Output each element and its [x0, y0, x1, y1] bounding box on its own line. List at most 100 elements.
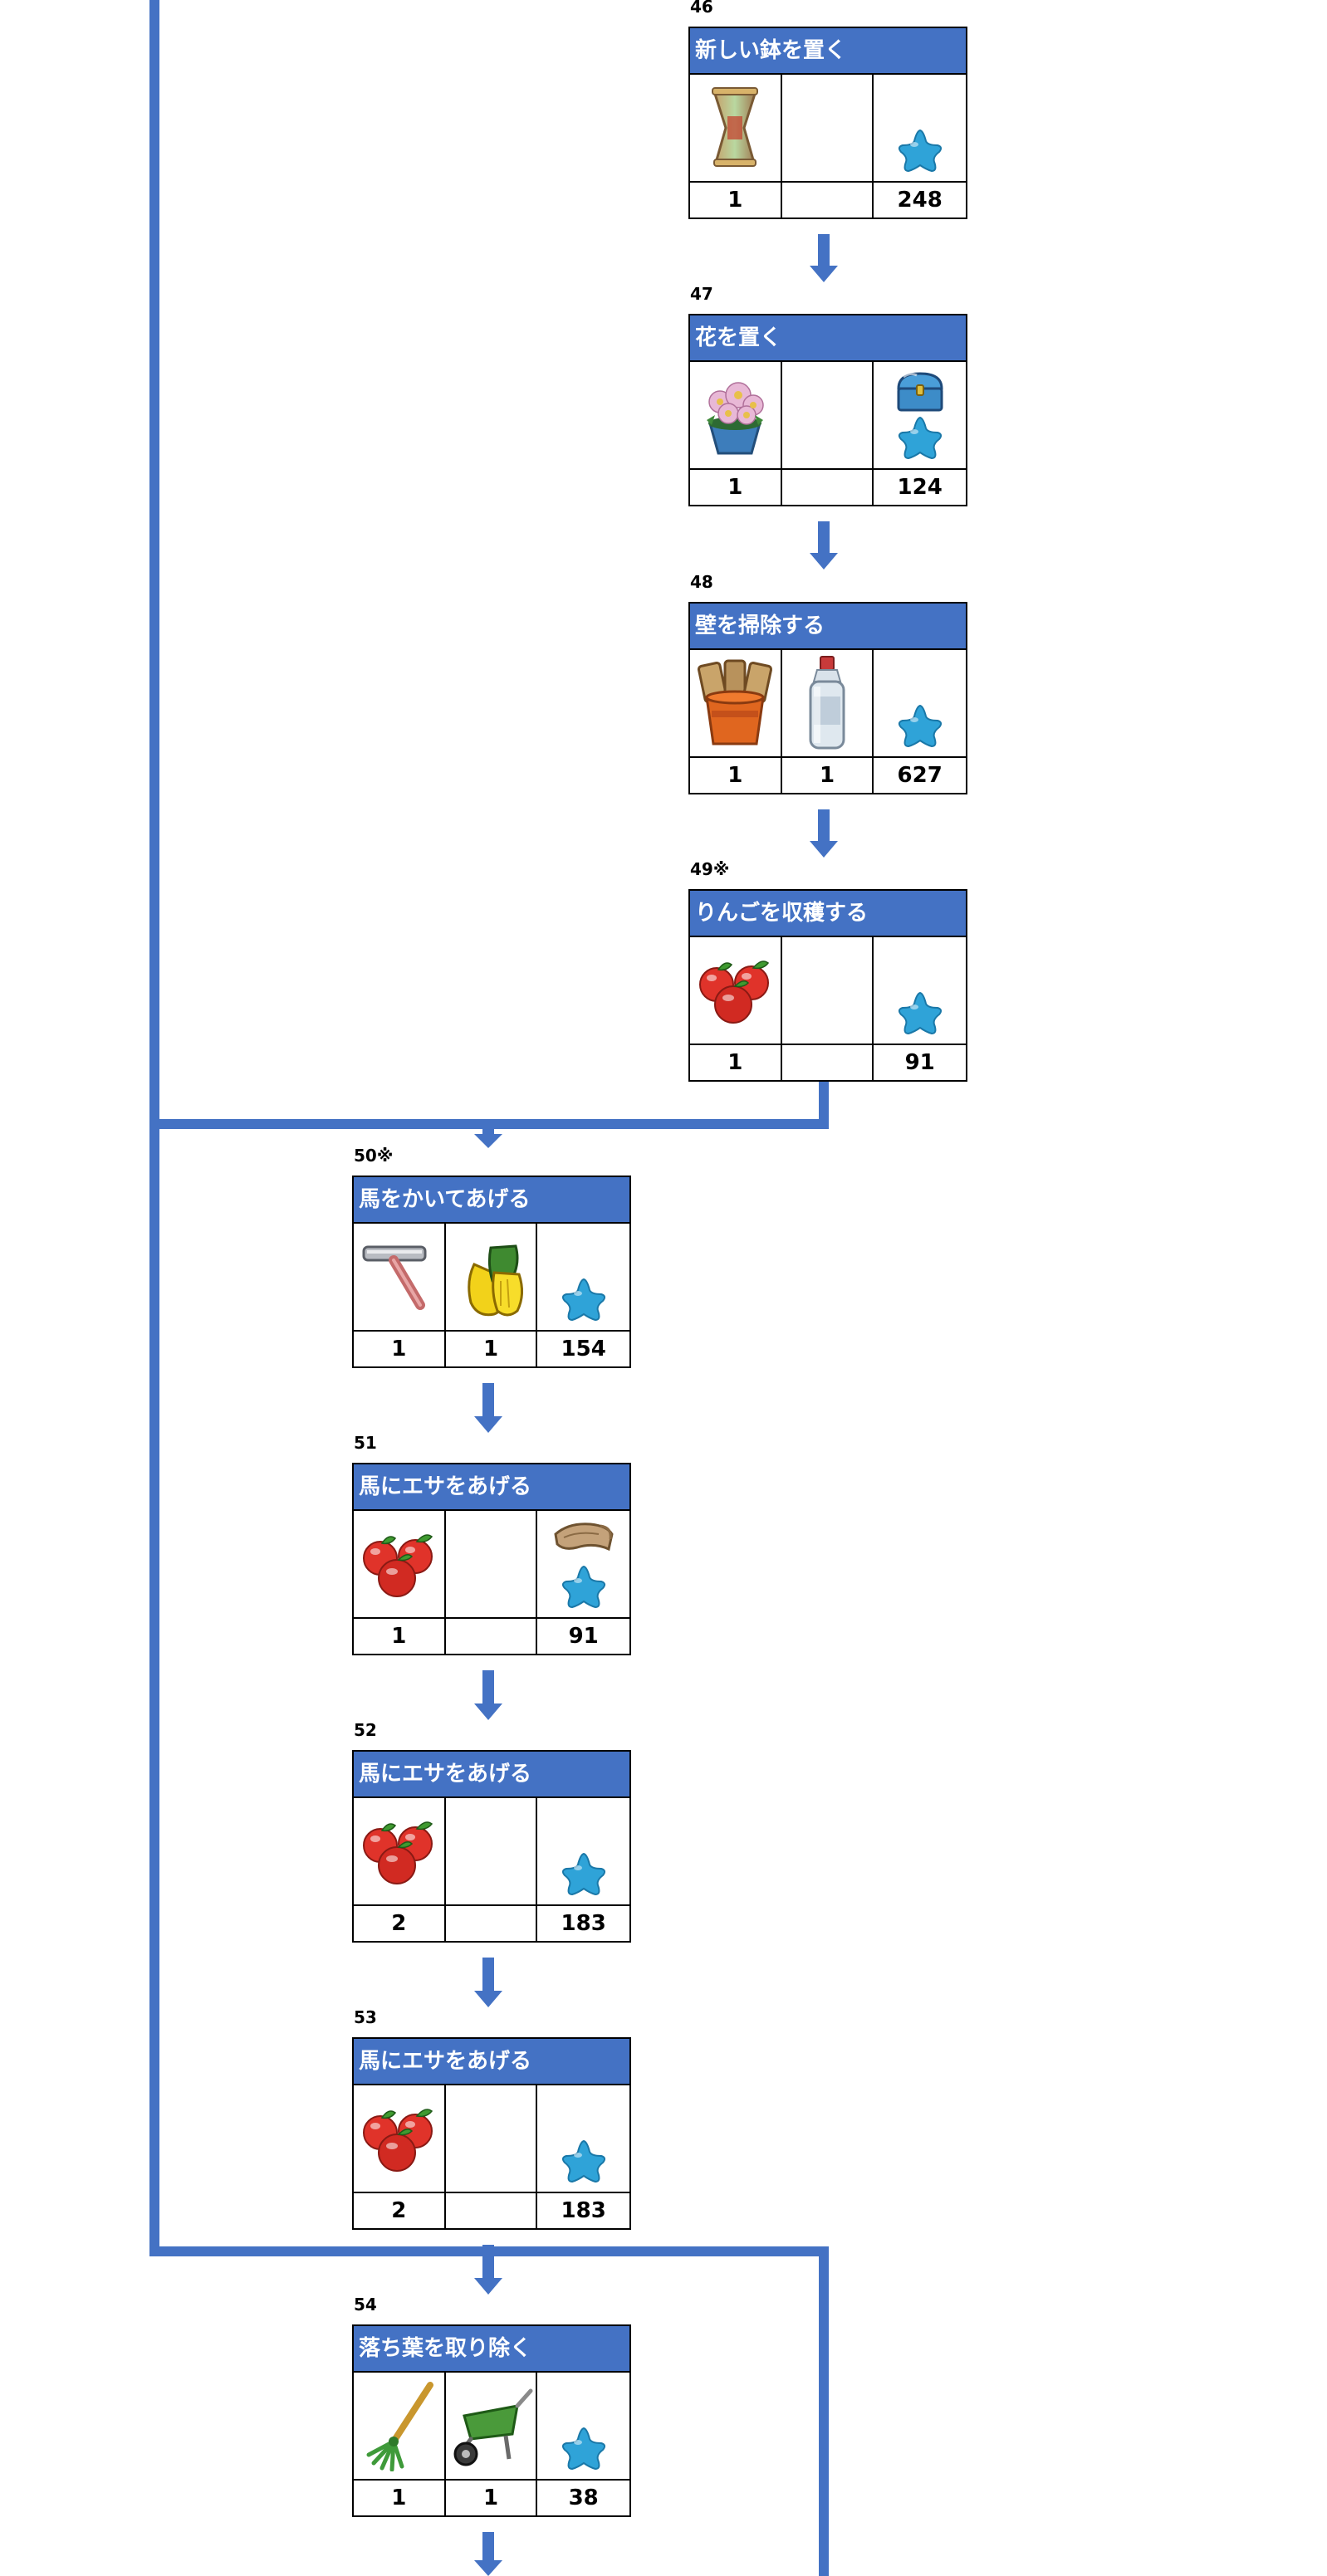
right-branch-line [819, 2246, 829, 2576]
vase-icon [708, 86, 762, 169]
star-icon [896, 128, 944, 176]
arrow-53-54 [474, 2245, 502, 2295]
reward-qty: 124 [897, 475, 943, 500]
task-qty-row: 1 124 [690, 468, 966, 505]
required-item-cell [354, 1511, 446, 1617]
task-title: りんごを収穫する [690, 891, 966, 937]
star-icon [896, 703, 944, 751]
brush-bucket-icon [693, 657, 776, 749]
task-icon-row [354, 1798, 629, 1904]
required-item-qty: 1 [446, 2481, 538, 2515]
task-icon-row [354, 2373, 629, 2479]
required-item-cell [354, 1798, 446, 1904]
required-item-cell [446, 1511, 538, 1617]
reward-cell [874, 362, 966, 468]
required-item-qty: 1 [690, 470, 782, 505]
apples-icon [695, 953, 775, 1028]
arrow-join-50 [474, 1124, 502, 1148]
required-item-cell [782, 650, 874, 756]
required-item-cell [354, 2085, 446, 2192]
required-item-qty: 2 [354, 2193, 446, 2228]
required-item-cell [782, 937, 874, 1044]
arrow-50-51 [474, 1383, 502, 1433]
reward-cell [537, 1511, 629, 1617]
required-item-cell [446, 2373, 538, 2479]
task-icon-row [690, 75, 966, 181]
step-number: 54 [354, 2295, 377, 2314]
required-item-qty [446, 2193, 538, 2228]
reward-cell [874, 937, 966, 1044]
task-icon-row [690, 362, 966, 468]
star-icon [896, 415, 944, 463]
required-item-qty: 1 [690, 758, 782, 793]
task-icon-row [690, 650, 966, 756]
task-title: 壁を掃除する [690, 604, 966, 650]
step-number: 50※ [354, 1146, 394, 1166]
step-number: 47 [690, 284, 713, 304]
required-item-cell [782, 75, 874, 181]
required-item-qty: 1 [690, 183, 782, 218]
apples-icon [359, 1814, 438, 1889]
scraper-icon [357, 1235, 440, 1318]
step-number: 46 [690, 0, 713, 17]
required-item-qty: 1 [354, 1332, 446, 1366]
star-icon [560, 1564, 608, 1612]
reward-cell [874, 650, 966, 756]
reward-qty: 154 [561, 1337, 606, 1361]
arrow-48-49 [810, 809, 838, 858]
arrow-47-48 [810, 521, 838, 569]
step-number: 52 [354, 1720, 377, 1740]
step-number: 53 [354, 2007, 377, 2027]
reward-cell [537, 2373, 629, 2479]
arrow-54-next [474, 2532, 502, 2576]
arrow-51-52 [474, 1670, 502, 1720]
required-item-qty: 1 [354, 2481, 446, 2515]
reward-qty: 91 [904, 1050, 935, 1075]
reward-cell [874, 75, 966, 181]
arrow-52-53 [474, 1958, 502, 2007]
step-number: 51 [354, 1433, 377, 1453]
required-item-cell [354, 2373, 446, 2479]
step-number: 48 [690, 572, 713, 592]
required-item-qty: 1 [354, 1619, 446, 1654]
required-item-qty [782, 470, 874, 505]
required-item-cell [690, 650, 782, 756]
task-title: 新しい鉢を置く [690, 28, 966, 75]
apples-icon [359, 1527, 438, 1601]
star-icon [560, 2426, 608, 2474]
required-item-qty [446, 1906, 538, 1941]
burlap-icon [552, 1518, 615, 1559]
required-item-cell [690, 75, 782, 181]
reward-cell [537, 1798, 629, 1904]
star-icon [560, 2139, 608, 2187]
required-item-qty [446, 1619, 538, 1654]
reward-qty: 183 [561, 1911, 606, 1936]
required-item-cell [690, 937, 782, 1044]
task-title: 馬をかいてあげる [354, 1177, 629, 1224]
required-item-qty [782, 1045, 874, 1080]
reward-cell [537, 2085, 629, 2192]
gloves-icon [449, 1231, 532, 1322]
star-icon [896, 990, 944, 1039]
task-title: 馬にエサをあげる [354, 2039, 629, 2085]
